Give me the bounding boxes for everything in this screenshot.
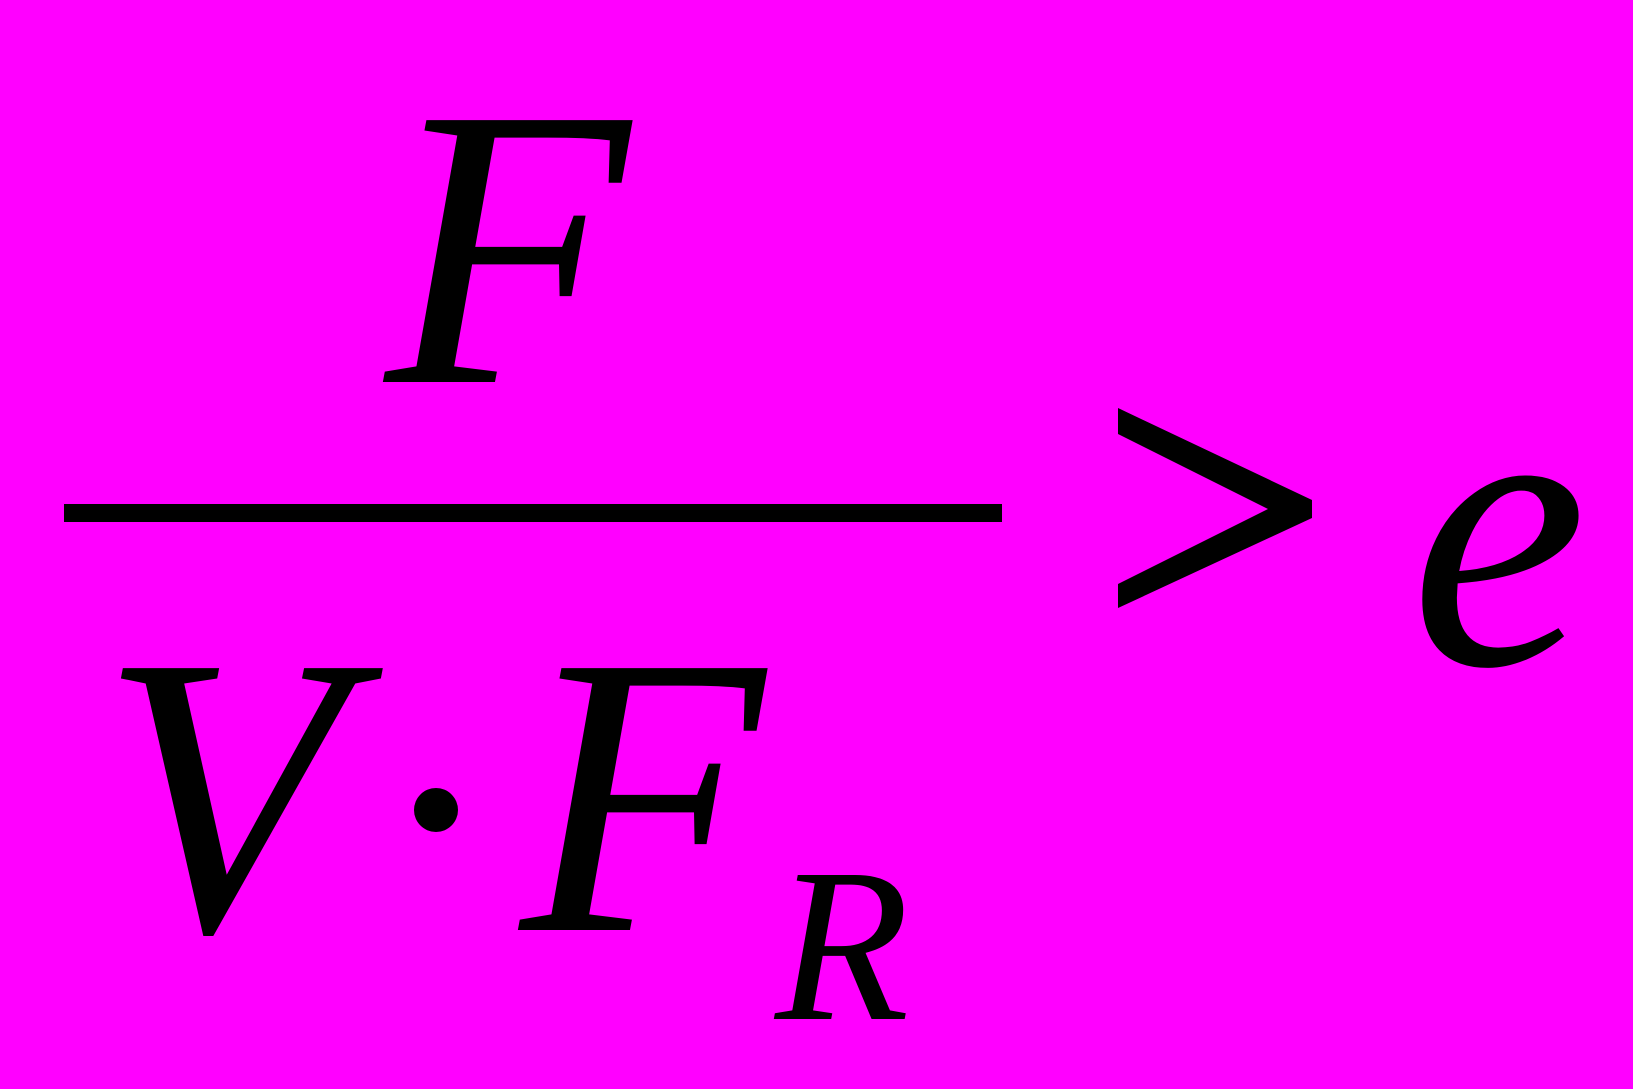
denominator-V: V — [100, 574, 345, 1017]
greater-than-sign — [1118, 408, 1312, 608]
numerator-F: F — [385, 26, 630, 469]
fraction-bar — [64, 504, 1002, 522]
multiplication-dot — [414, 788, 458, 832]
rhs-e: e — [1410, 308, 1588, 751]
denominator-F: F — [520, 574, 765, 1017]
subscript-R: R — [775, 823, 910, 1067]
